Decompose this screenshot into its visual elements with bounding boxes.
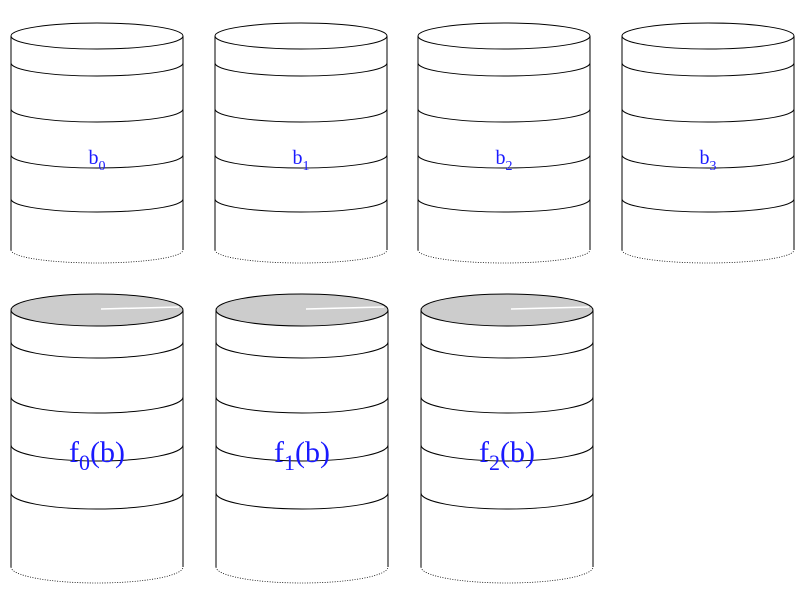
label-base: b — [496, 147, 506, 169]
data-disk: b0 — [10, 22, 184, 264]
disk-platter-line — [10, 108, 184, 123]
disk-platter-line — [10, 492, 184, 510]
disk-bottom-edge — [621, 249, 795, 264]
disk-platter-line — [621, 108, 795, 123]
disk-platter-line — [420, 396, 594, 414]
data-disk: b1 — [214, 22, 388, 264]
disk-top-highlight — [305, 306, 385, 310]
disk-platter-line — [420, 341, 594, 359]
label-suffix: (b) — [90, 436, 125, 469]
disk-bottom-edge — [420, 566, 594, 584]
check-disk-label: f1(b) — [274, 436, 330, 475]
disk-platter-line — [10, 62, 184, 77]
data-disk-label: b3 — [700, 147, 717, 174]
disk-platter-line — [10, 396, 184, 414]
disk-platter-line — [417, 62, 591, 77]
disk-platter-line — [10, 198, 184, 213]
label-base: f — [479, 436, 489, 469]
label-subscript: 2 — [506, 159, 513, 174]
disk-bottom-edge — [417, 249, 591, 264]
label-base: f — [69, 436, 79, 469]
disk-top — [420, 293, 594, 327]
label-suffix: (b) — [500, 436, 535, 469]
label-base: f — [274, 436, 284, 469]
disk-platter-line — [420, 492, 594, 510]
data-disk-label: b1 — [293, 147, 310, 174]
label-base: b — [700, 147, 710, 169]
check-disk-label: f2(b) — [479, 436, 535, 475]
disk-platter-line — [417, 108, 591, 123]
check-disk-row: f0(b)f1(b)f2(b) — [10, 293, 594, 584]
disk-platter-line — [214, 198, 388, 213]
disk-top — [10, 293, 184, 327]
disk-platter-line — [10, 341, 184, 359]
disk-platter-line — [215, 341, 389, 359]
label-base: b — [89, 147, 99, 169]
disk-platter-line — [214, 154, 388, 169]
disk-top — [417, 22, 591, 50]
disk-top-highlight — [510, 306, 590, 310]
disk-top — [10, 22, 184, 50]
disk-platter-line — [215, 492, 389, 510]
disk-top — [621, 22, 795, 50]
disk-platter-line — [10, 444, 184, 462]
disk-bottom-edge — [214, 249, 388, 264]
disk-platter-line — [10, 154, 184, 169]
label-suffix: (b) — [295, 436, 330, 469]
disk-platter-line — [214, 108, 388, 123]
label-base: b — [293, 147, 303, 169]
disk-platter-line — [621, 154, 795, 169]
disk-platter-line — [621, 198, 795, 213]
disk-platter-line — [215, 396, 389, 414]
disk-top-highlight — [100, 306, 180, 310]
label-subscript: 1 — [284, 450, 295, 475]
check-disk: f1(b) — [215, 293, 389, 584]
disk-bottom-edge — [215, 566, 389, 584]
check-disk: f0(b) — [10, 293, 184, 584]
disk-platter-line — [417, 154, 591, 169]
label-subscript: 0 — [79, 450, 90, 475]
data-disk: b3 — [621, 22, 795, 264]
data-disk: b2 — [417, 22, 591, 264]
label-subscript: 2 — [489, 450, 500, 475]
disk-bottom-edge — [10, 566, 184, 584]
check-disk: f2(b) — [420, 293, 594, 584]
disk-platter-line — [621, 62, 795, 77]
data-disk-label: b0 — [89, 147, 106, 174]
disk-platter-line — [214, 62, 388, 77]
disk-platter-line — [215, 444, 389, 462]
label-subscript: 1 — [303, 159, 310, 174]
disk-top — [214, 22, 388, 50]
label-subscript: 3 — [710, 159, 717, 174]
disk-bottom-edge — [10, 249, 184, 264]
disk-platter-line — [417, 198, 591, 213]
disk-platter-line — [420, 444, 594, 462]
disk-top — [215, 293, 389, 327]
data-disk-label: b2 — [496, 147, 513, 174]
check-disk-label: f0(b) — [69, 436, 125, 475]
label-subscript: 0 — [99, 159, 106, 174]
